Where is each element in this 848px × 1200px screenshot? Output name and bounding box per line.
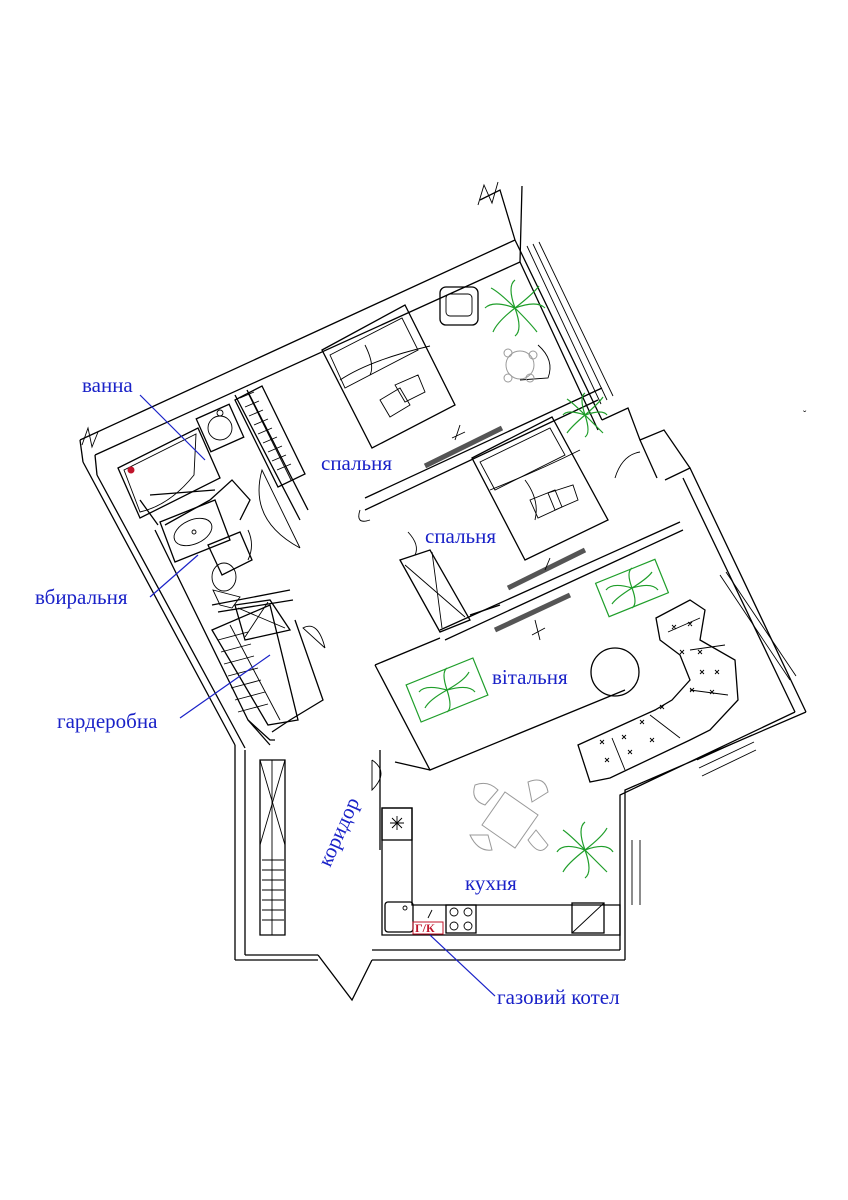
boiler-callout-label: газовий котел <box>497 985 620 1009</box>
radiator-icon <box>493 547 587 641</box>
internal-walls <box>139 387 684 850</box>
wardrobe-icon <box>571 902 605 934</box>
bedroom-1-label: спальня <box>321 451 392 475</box>
bath-label: ванна <box>82 373 133 397</box>
plant-icon <box>556 821 614 879</box>
plant-icon <box>562 392 608 438</box>
kitchen-label: кухня <box>465 871 517 895</box>
sink-icon <box>159 499 231 563</box>
stray-mark: ˇ <box>803 409 807 421</box>
toilet-label: вбиральня <box>35 585 128 609</box>
sink-icon <box>384 901 414 933</box>
living-room-label: вітальня <box>492 665 568 689</box>
radiator-icon <box>423 424 504 469</box>
outer-walls <box>79 181 807 1002</box>
bedroom-2-label: спальня <box>425 524 496 548</box>
wardrobe-icon <box>211 385 306 936</box>
plant-icon <box>405 558 670 723</box>
bed-icon <box>471 416 609 561</box>
corridor-label: коридор <box>313 794 365 871</box>
plant-icon <box>484 279 546 337</box>
sofa-icon <box>577 599 739 783</box>
stove-icon <box>445 904 477 934</box>
toilet-icon <box>207 531 253 609</box>
table-icon <box>590 647 640 697</box>
shower-tray-icon <box>117 427 221 519</box>
boiler-mark: Г/К <box>415 921 435 935</box>
boiler-icon <box>412 909 444 935</box>
bed-icon <box>321 304 456 449</box>
wardrobe-label: гардеробна <box>57 709 158 733</box>
door-swing-icon <box>247 344 641 792</box>
washing-machine-icon <box>195 403 245 453</box>
table-icon <box>469 779 549 851</box>
label-leaders <box>139 394 496 997</box>
window-icon <box>526 241 797 905</box>
fridge-icon <box>381 807 413 841</box>
armchair-icon <box>439 286 479 326</box>
table-icon <box>503 348 538 383</box>
